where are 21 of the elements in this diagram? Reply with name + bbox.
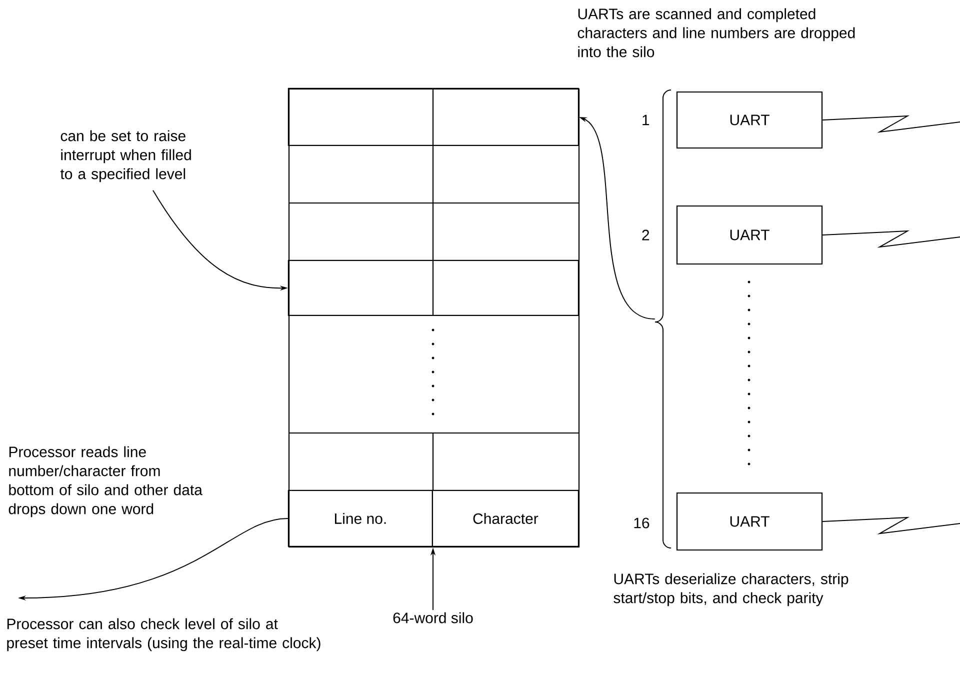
note: can be set to raise interrupt when filled to a specified level xyxy=(60,130,191,182)
signal-line xyxy=(822,516,960,534)
uart-box: UART xyxy=(676,91,823,149)
line-number: 1 xyxy=(642,114,650,126)
table-row xyxy=(288,88,579,146)
table-row xyxy=(288,260,579,316)
note: UARTs deserialize characters, strip start/stop bits, and check parity xyxy=(614,573,848,606)
silo-box xyxy=(288,88,580,548)
uart-box: UART xyxy=(676,492,823,551)
silo-label: 64-word silo xyxy=(393,612,473,624)
signal-line xyxy=(822,115,960,133)
note: Processor can also check level of silo at preset time intervals (using the real-time clock) xyxy=(7,618,320,652)
line-number: 2 xyxy=(642,230,650,240)
line-number: 16 xyxy=(634,518,650,528)
uart-box: UART xyxy=(676,205,823,265)
note: Processor reads line number/character from bottom of silo and other data drops down one word xyxy=(8,446,202,518)
signal-line xyxy=(822,230,960,248)
table-cell: Character xyxy=(432,490,579,547)
table-cell: Line no. xyxy=(288,490,433,547)
note: UARTs are scanned and completed characters and line numbers are dropped into the silo xyxy=(578,8,855,58)
brace xyxy=(654,90,672,548)
